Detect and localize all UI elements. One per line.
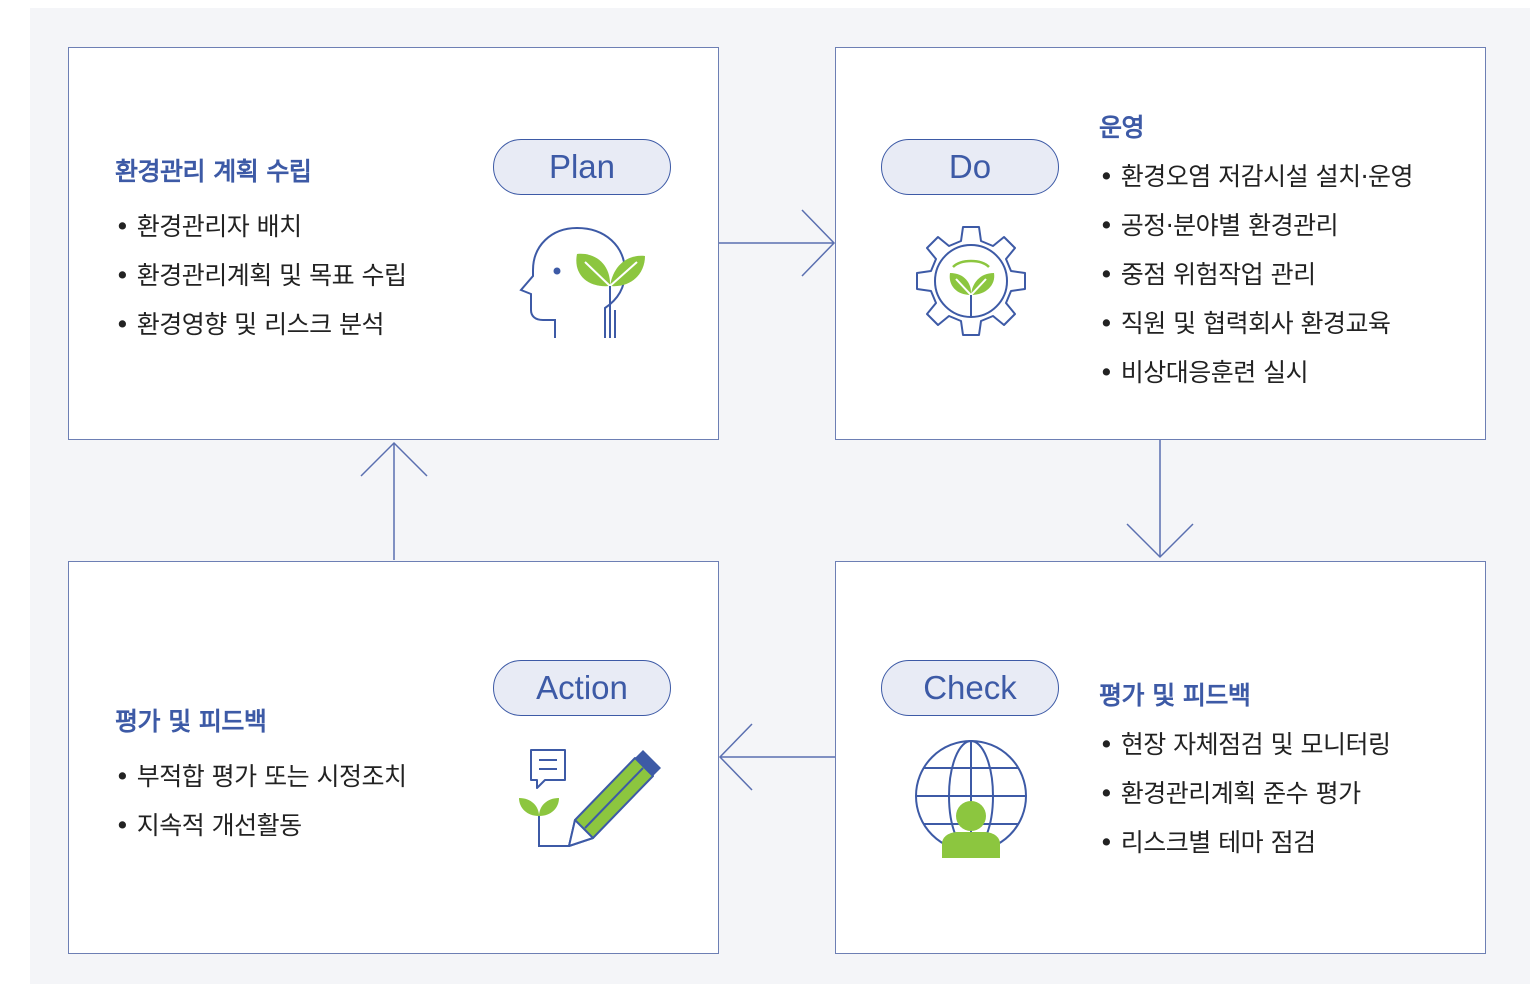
action-pill: Action bbox=[493, 660, 671, 716]
check-text: 평가 및 피드백 현장 자체점검 및 모니터링 환경관리계획 준수 평가 리스크… bbox=[1099, 676, 1391, 867]
list-item: 환경관리계획 및 목표 수립 bbox=[115, 251, 407, 300]
check-box: Check 평가 및 피드백 현장 자체점검 및 모니터링 환경관리계획 준수 … bbox=[835, 561, 1486, 954]
plan-box: 환경관리 계획 수립 환경관리자 배치 환경관리계획 및 목표 수립 환경영향 … bbox=[68, 47, 719, 440]
action-text: 평가 및 피드백 부적합 평가 또는 시정조치 지속적 개선활동 bbox=[115, 702, 407, 850]
list-item: 공정·분야별 환경관리 bbox=[1099, 201, 1413, 250]
list-item: 비상대응훈련 실시 bbox=[1099, 348, 1413, 397]
plan-list: 환경관리자 배치 환경관리계획 및 목표 수립 환경영향 및 리스크 분석 bbox=[115, 202, 407, 349]
do-heading: 운영 bbox=[1099, 113, 1145, 142]
check-heading: 평가 및 피드백 bbox=[1099, 681, 1251, 710]
action-list: 부적합 평가 또는 시정조치 지속적 개선활동 bbox=[115, 752, 407, 850]
list-item: 부적합 평가 또는 시정조치 bbox=[115, 752, 407, 801]
list-item: 환경오염 저감시설 설치·운영 bbox=[1099, 152, 1414, 201]
list-item: 직원 및 협력회사 환경교육 bbox=[1099, 299, 1413, 348]
list-item: 지속적 개선활동 bbox=[115, 801, 407, 850]
head-sprout-icon bbox=[519, 226, 645, 338]
plan-heading: 환경관리 계획 수립 bbox=[115, 157, 312, 186]
list-item: 중점 위험작업 관리 bbox=[1099, 250, 1413, 299]
plan-text: 환경관리 계획 수립 환경관리자 배치 환경관리계획 및 목표 수립 환경영향 … bbox=[115, 152, 407, 349]
do-box: Do 운영 환경오염 저감시설 설치·운영 공정·분야별 환경관리 중점 위험작… bbox=[835, 47, 1486, 440]
plan-pill: Plan bbox=[493, 139, 671, 195]
gear-sprout-icon bbox=[916, 226, 1026, 336]
list-item: 현장 자체점검 및 모니터링 bbox=[1099, 720, 1391, 769]
list-item: 리스크별 테마 점검 bbox=[1099, 818, 1391, 867]
do-list: 환경오염 저감시설 설치·운영 공정·분야별 환경관리 중점 위험작업 관리 직… bbox=[1099, 152, 1414, 397]
do-pill: Do bbox=[881, 139, 1059, 195]
check-pill: Check bbox=[881, 660, 1059, 716]
globe-person-icon bbox=[915, 740, 1027, 858]
do-text: 운영 환경오염 저감시설 설치·운영 공정·분야별 환경관리 중점 위험작업 관… bbox=[1099, 108, 1414, 397]
pencil-sprout-icon bbox=[519, 749, 661, 847]
action-heading: 평가 및 피드백 bbox=[115, 707, 267, 736]
action-box: 평가 및 피드백 부적합 평가 또는 시정조치 지속적 개선활동 Action bbox=[68, 561, 719, 954]
list-item: 환경영향 및 리스크 분석 bbox=[115, 300, 407, 349]
check-list: 현장 자체점검 및 모니터링 환경관리계획 준수 평가 리스크별 테마 점검 bbox=[1099, 720, 1391, 867]
list-item: 환경관리자 배치 bbox=[115, 202, 407, 251]
list-item: 환경관리계획 준수 평가 bbox=[1099, 769, 1391, 818]
